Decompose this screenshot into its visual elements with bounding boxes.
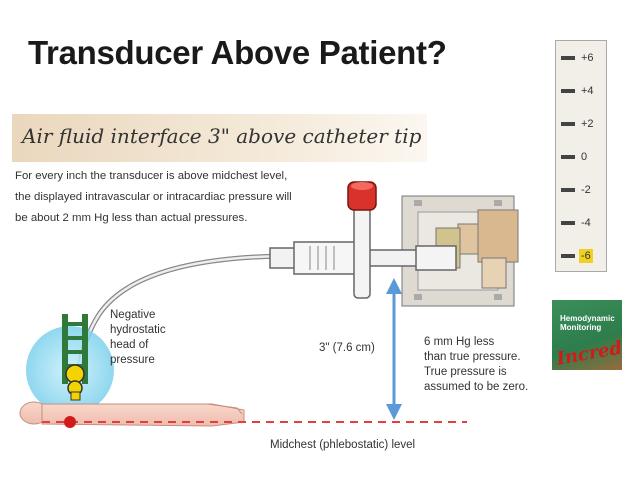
logo-script: Incredibly — [554, 331, 622, 370]
tick-mark — [561, 56, 575, 60]
tick-label: -2 — [581, 184, 591, 196]
tick-label-highlighted: -6 — [579, 249, 593, 263]
tick-mark — [561, 155, 575, 159]
description-line: For every inch the transducer is above m… — [15, 170, 288, 182]
tick-label: -4 — [581, 217, 591, 229]
label-line: head of — [110, 339, 149, 351]
tick-label: +6 — [581, 52, 594, 64]
logo-line: Hemodynamic — [560, 314, 615, 323]
label-line: pressure — [110, 354, 155, 366]
transducer-diagram: Air fluid interface 3" above catheter ti… — [12, 108, 632, 478]
banner: Air fluid interface 3" above catheter ti… — [12, 114, 427, 162]
scale-tick: -6 — [561, 249, 601, 263]
slide-title: Transducer Above Patient? — [28, 34, 447, 71]
tick-label: 0 — [581, 151, 588, 163]
hemodynamic-monitoring-logo: Hemodynamic Monitoring Incredibly — [552, 300, 622, 370]
label-line: assumed to be zero. — [424, 381, 529, 393]
label-line: Negative — [110, 309, 156, 321]
description-line: be about 2 mm Hg less than actual pressu… — [15, 212, 248, 224]
tick-mark — [561, 221, 575, 225]
label-line: 6 mm Hg less — [424, 336, 495, 348]
tick-mark — [561, 122, 575, 126]
scale-tick: +2 — [561, 117, 601, 131]
midchest-label: Midchest (phlebostatic) level — [270, 439, 416, 451]
scale-tick: 0 — [561, 150, 601, 164]
scale-tick: -2 — [561, 183, 601, 197]
tick-mark — [561, 188, 575, 192]
tick-mark — [561, 254, 575, 258]
banner-text: Air fluid interface 3" above catheter ti… — [22, 124, 422, 148]
logo-line: Monitoring — [560, 323, 602, 332]
distance-label: 3" (7.6 cm) — [319, 342, 375, 354]
diagram-artwork — [19, 181, 519, 428]
stopcock-assembly — [269, 181, 457, 299]
distance-arrow — [386, 278, 402, 420]
description-line: the displayed intravascular or intracard… — [15, 191, 292, 203]
scale-tick: +6 — [561, 51, 601, 65]
label-line: than true pressure. — [424, 351, 521, 363]
scale-tick: -4 — [561, 216, 601, 230]
description-text: For every inch the transducer is above m… — [15, 166, 355, 229]
phlebostatic-marker — [64, 416, 76, 428]
pressure-scale: +6 +4 +2 0 -2 -4 -6 — [555, 40, 607, 272]
label-line: hydrostatic — [110, 324, 166, 336]
tick-label: +2 — [581, 118, 594, 130]
scale-tick: +4 — [561, 84, 601, 98]
transducer-mount — [401, 195, 519, 307]
tick-label: +4 — [581, 85, 594, 97]
label-line: True pressure is — [424, 366, 507, 378]
pressure-difference-label: 6 mm Hg less than true pressure. True pr… — [424, 335, 528, 395]
negative-pressure-label: Negative hydrostatic head of pressure — [110, 308, 166, 368]
tick-mark — [561, 89, 575, 93]
pressure-column-ladder — [62, 314, 88, 401]
